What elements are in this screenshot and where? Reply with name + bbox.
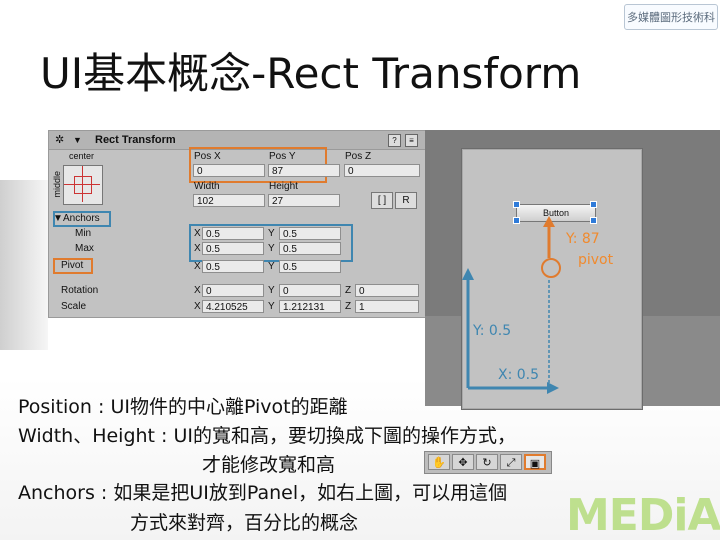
scale-z-field[interactable]: 1 bbox=[355, 300, 419, 313]
scene-arrows bbox=[462, 216, 559, 394]
watermark-logo: MEDiA bbox=[566, 490, 720, 541]
width-field[interactable]: 102 bbox=[193, 194, 265, 207]
height-field[interactable]: 27 bbox=[268, 194, 340, 207]
side-shade bbox=[0, 180, 48, 350]
y-offset-arrowhead bbox=[543, 216, 555, 227]
min-x-axis: X bbox=[194, 228, 201, 239]
max-y-field[interactable]: 0.5 bbox=[279, 242, 341, 255]
max-label: Max bbox=[75, 243, 94, 254]
y-anchor-label: Y: 0.5 bbox=[473, 323, 512, 339]
selection-handle-tl[interactable] bbox=[513, 201, 520, 208]
scale-x-axis: X bbox=[194, 301, 201, 312]
hand-tool-icon[interactable]: ✋ bbox=[428, 454, 450, 470]
help-icon[interactable]: ? bbox=[388, 134, 401, 147]
rect-transform-inspector: ✲ ▼ Rect Transform ? ≡ center middle Pos… bbox=[48, 130, 426, 318]
anchors-highlight bbox=[53, 211, 111, 227]
rot-x-axis: X bbox=[194, 285, 201, 296]
x-anchor-arrowhead bbox=[547, 382, 559, 394]
x-anchor-label: X: 0.5 bbox=[498, 367, 540, 383]
page-title: UI基本概念-Rect Transform bbox=[40, 49, 582, 98]
anchors-label[interactable]: Anchors bbox=[63, 213, 100, 224]
scale-label: Scale bbox=[61, 301, 87, 312]
rotation-label: Rotation bbox=[61, 285, 99, 296]
pivot-x-axis: X bbox=[194, 261, 201, 272]
pivot-marker-icon[interactable] bbox=[541, 258, 561, 278]
max-x-field[interactable]: 0.5 bbox=[202, 242, 264, 255]
scale-tool-icon[interactable]: ⤢ bbox=[500, 454, 522, 470]
rot-y-field[interactable]: 0 bbox=[279, 284, 341, 297]
component-title: Rect Transform bbox=[95, 134, 176, 146]
pivot-label: Pivot bbox=[61, 260, 84, 271]
anchor-preset-icon bbox=[74, 176, 92, 194]
max-x-axis: X bbox=[194, 243, 201, 254]
text-width-height: Width、Height : UI的寬和高，要切換成下圖的操作方式， bbox=[18, 425, 516, 447]
pos-y-label: Pos Y bbox=[269, 151, 296, 162]
pos-x-field[interactable]: 0 bbox=[193, 164, 265, 177]
scale-z-axis: Z bbox=[345, 301, 352, 312]
scale-y-axis: Y bbox=[268, 301, 275, 312]
y-anchor-arrowhead bbox=[462, 268, 474, 280]
min-y-axis: Y bbox=[268, 228, 275, 239]
rect-tool-icon[interactable]: ▣ bbox=[524, 454, 546, 470]
height-label: Height bbox=[269, 181, 298, 192]
raw-edit-mode-button[interactable]: R bbox=[395, 192, 417, 209]
anchor-preset-button[interactable] bbox=[63, 165, 103, 205]
min-x-field[interactable]: 0.5 bbox=[202, 227, 264, 240]
min-y-field[interactable]: 0.5 bbox=[279, 227, 341, 240]
pivot-y-field[interactable]: 0.5 bbox=[279, 260, 341, 273]
anchor-cross-v bbox=[82, 166, 83, 202]
anchors-expand-icon[interactable]: ▼ bbox=[53, 213, 63, 224]
scale-x-field[interactable]: 4.210525 bbox=[202, 300, 264, 313]
scale-y-field[interactable]: 1.212131 bbox=[279, 300, 341, 313]
max-y-axis: Y bbox=[268, 243, 275, 254]
pivot-x-field[interactable]: 0.5 bbox=[202, 260, 264, 273]
rot-y-axis: Y bbox=[268, 285, 275, 296]
text-anchors: Anchors : 如果是把UI放到Panel，如右上圖，可以用這個 bbox=[18, 482, 508, 504]
rot-z-field[interactable]: 0 bbox=[355, 284, 419, 297]
selection-handle-bl[interactable] bbox=[513, 217, 520, 224]
anchor-preset-top-label: center bbox=[69, 151, 95, 161]
component-gear-icon[interactable]: ✲ bbox=[55, 134, 65, 146]
rotate-tool-icon[interactable]: ↻ bbox=[476, 454, 498, 470]
scene-ui-button[interactable]: Button bbox=[516, 204, 596, 222]
transform-toolbar: ✋ ✥ ↻ ⤢ ▣ bbox=[424, 451, 552, 474]
settings-icon[interactable]: ≡ bbox=[405, 134, 418, 147]
logo: 多媒體圖形技術科 bbox=[624, 4, 718, 30]
rot-x-field[interactable]: 0 bbox=[202, 284, 264, 297]
pos-y-field[interactable]: 87 bbox=[268, 164, 340, 177]
anchor-values-highlight bbox=[189, 224, 353, 262]
selection-handle-br[interactable] bbox=[590, 217, 597, 224]
blueprint-mode-button[interactable]: [ ] bbox=[371, 192, 393, 209]
text-position: Position : UI物件的中心離Pivot的距離 bbox=[18, 396, 348, 418]
pivot-highlight bbox=[53, 258, 93, 274]
anchor-preset-left-label: middle bbox=[52, 171, 62, 198]
y-offset-label: Y: 87 bbox=[566, 231, 600, 247]
component-header[interactable]: ✲ ▼ Rect Transform ? ≡ bbox=[49, 131, 425, 150]
panel-rect[interactable] bbox=[461, 148, 643, 410]
pos-z-label: Pos Z bbox=[345, 151, 372, 162]
move-tool-icon[interactable]: ✥ bbox=[452, 454, 474, 470]
selection-handle-tr[interactable] bbox=[590, 201, 597, 208]
pivot-y-axis: Y bbox=[268, 261, 275, 272]
pos-z-field[interactable]: 0 bbox=[344, 164, 420, 177]
text-anchors-cont: 方式來對齊，百分比的概念 bbox=[130, 512, 359, 534]
text-width-height-cont: 才能修改寬和高 bbox=[202, 454, 336, 476]
width-label: Width bbox=[194, 181, 220, 192]
pos-x-label: Pos X bbox=[194, 151, 221, 162]
rot-z-axis: Z bbox=[345, 285, 352, 296]
min-label: Min bbox=[75, 228, 92, 239]
pivot-label-scene: pivot bbox=[578, 252, 614, 268]
expand-icon[interactable]: ▼ bbox=[73, 135, 82, 145]
